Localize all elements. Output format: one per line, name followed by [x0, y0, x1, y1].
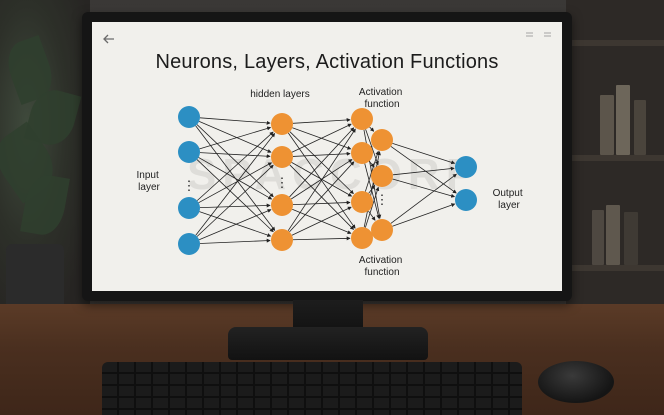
input-neuron — [178, 233, 200, 255]
connection-arrow — [368, 210, 376, 221]
connection-arrow — [392, 178, 456, 198]
hidden-neuron-layer2 — [351, 191, 373, 213]
label-input-layer: Input layer — [136, 170, 161, 193]
connection-arrow — [198, 209, 272, 241]
label-activation-top-text-2: function — [364, 99, 399, 110]
label-activation-top: Activation function — [359, 87, 405, 110]
connection-arrow — [392, 166, 455, 176]
arrow-left-icon[interactable] — [102, 32, 116, 46]
connection-arrow — [199, 203, 271, 209]
monitor: Neurons, Layers, Activation Functions SP… — [82, 12, 572, 301]
connection-arrow — [199, 238, 271, 244]
hidden-neuron-layer1 — [271, 146, 293, 168]
book — [600, 95, 614, 155]
connection-arrow — [392, 142, 456, 165]
maximize-icon[interactable] — [543, 30, 552, 39]
connection-arrow — [196, 124, 274, 198]
activation-neuron — [371, 165, 393, 187]
book — [606, 205, 620, 265]
input-neuron — [178, 197, 200, 219]
label-input-layer-text-2: layer — [138, 182, 160, 193]
label-output-layer: Output layer — [493, 188, 526, 211]
connection-arrow — [198, 120, 272, 153]
activation-neuron — [371, 219, 393, 241]
connection-arrow — [364, 186, 380, 228]
computer-mouse — [538, 361, 614, 403]
connection-arrow — [199, 152, 271, 159]
connection-arrow — [199, 126, 272, 150]
connection-arrow — [392, 203, 456, 227]
shelf-board — [566, 265, 664, 271]
monitor-stand-base — [228, 327, 428, 360]
connection-arrow — [196, 131, 274, 201]
label-output-layer-text-2: layer — [498, 200, 520, 211]
connection-arrow — [198, 157, 273, 200]
connection-arrow — [291, 159, 353, 200]
label-input-layer-text: Input — [136, 170, 158, 181]
connection-arrow — [292, 117, 351, 124]
hidden-neuron-layer2 — [351, 227, 373, 249]
label-activation-bottom-text-2: function — [364, 267, 399, 278]
connection-arrow — [364, 150, 380, 192]
connection-arrow — [196, 159, 274, 233]
shelf-board — [566, 155, 664, 161]
bookshelf — [566, 0, 664, 305]
hidden-neuron-layer1 — [271, 194, 293, 216]
output-neuron — [455, 189, 477, 211]
connection-arrow — [289, 161, 355, 233]
output-neuron — [455, 156, 477, 178]
input-neuron — [178, 141, 200, 163]
connection-arrow — [289, 127, 355, 198]
watermark: SPACCORP — [124, 150, 544, 200]
label-activation-bottom: Activation function — [359, 255, 405, 278]
slide-title: Neurons, Layers, Activation Functions — [155, 51, 499, 73]
window-controls — [525, 30, 552, 39]
keyboard — [102, 362, 522, 415]
book — [616, 85, 630, 155]
minimize-icon[interactable] — [525, 30, 534, 39]
book — [624, 212, 638, 265]
connection-arrow — [195, 132, 276, 236]
ellipsis-activation: ⋮ — [376, 192, 389, 207]
neuron-nodes — [178, 106, 477, 255]
label-activation-top-text: Activation — [359, 87, 402, 98]
connection-arrow — [292, 236, 351, 241]
label-activation-bottom-text: Activation — [359, 255, 402, 266]
hidden-neuron-layer1 — [271, 113, 293, 135]
connection-arrow — [369, 126, 375, 132]
neural-network-diagram: hidden layers Activation function Activa… — [136, 87, 526, 278]
shelf-board — [566, 40, 664, 46]
plant-pot — [6, 244, 64, 306]
connection-arrow — [196, 164, 274, 237]
monitor-screen: Neurons, Layers, Activation Functions SP… — [92, 22, 562, 291]
background-plant-area — [0, 0, 90, 310]
connection-arrow — [292, 151, 351, 157]
hidden-neuron-layer2 — [351, 108, 373, 130]
activation-neuron — [371, 129, 393, 151]
connection-arrow — [287, 128, 356, 232]
book — [592, 210, 604, 265]
label-output-layer-text: Output — [493, 188, 523, 199]
ellipsis-input: ⋮ — [183, 178, 196, 193]
connection-arrow — [363, 151, 381, 228]
input-neuron — [178, 106, 200, 128]
ellipsis-hidden: ⋮ — [276, 175, 289, 190]
connection-arrow — [199, 117, 271, 125]
connection-arrow — [291, 206, 352, 236]
book — [634, 100, 646, 155]
label-hidden-layers: hidden layers — [250, 89, 309, 100]
connection-edges — [195, 117, 457, 244]
monitor-stand-neck — [293, 300, 363, 330]
connection-arrow — [291, 123, 352, 153]
connection-arrow — [390, 173, 457, 224]
connection-arrow — [390, 146, 457, 194]
hidden-neuron-layer2 — [351, 142, 373, 164]
hidden-neuron-layer1 — [271, 229, 293, 251]
connection-arrow — [292, 200, 351, 205]
connection-arrow — [198, 162, 273, 204]
